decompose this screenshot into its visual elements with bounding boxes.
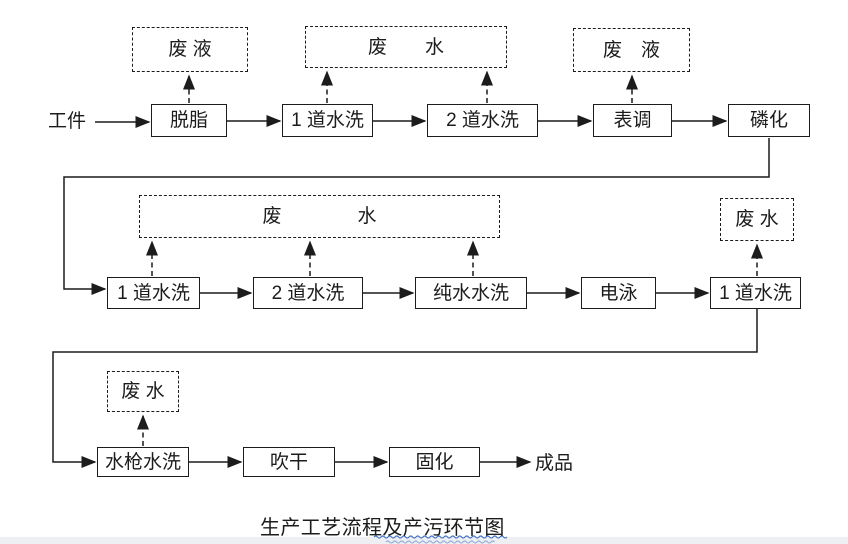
waste-water-box-2: 废 水: [139, 195, 500, 238]
process-water-gun-rinse: 水枪水洗: [97, 447, 189, 477]
waste-water-box-1: 废 水: [305, 26, 507, 68]
process-rinse2-a: 2 道水洗: [427, 104, 538, 137]
process-blow-dry: 吹干: [243, 447, 335, 477]
process-rinse2-b: 2 道水洗: [253, 277, 363, 309]
process-surface-conditioning: 表调: [593, 104, 672, 137]
process-rinse1-b: 1 道水洗: [107, 277, 200, 309]
waste-liquid-box-1: 废 液: [132, 27, 248, 72]
workpiece-label: 工件: [47, 110, 86, 132]
waste-water-box-3: 废 水: [720, 198, 794, 241]
finished-product-label: 成品: [534, 452, 573, 474]
process-rinse1-a: 1 道水洗: [282, 104, 373, 137]
diagram-title: 生产工艺流程及产污环节图: [260, 517, 505, 539]
waste-water-box-4: 废 水: [107, 371, 179, 412]
waste-liquid-box-2: 废 液: [573, 28, 690, 72]
process-phosphating: 磷化: [728, 104, 810, 137]
process-electrophoresis: 电泳: [581, 277, 656, 309]
process-pure-water-rinse: 纯水水洗: [415, 277, 527, 309]
process-rinse1-c: 1 道水洗: [710, 277, 801, 309]
process-degrease: 脱脂: [151, 104, 227, 137]
process-curing: 固化: [389, 447, 480, 477]
